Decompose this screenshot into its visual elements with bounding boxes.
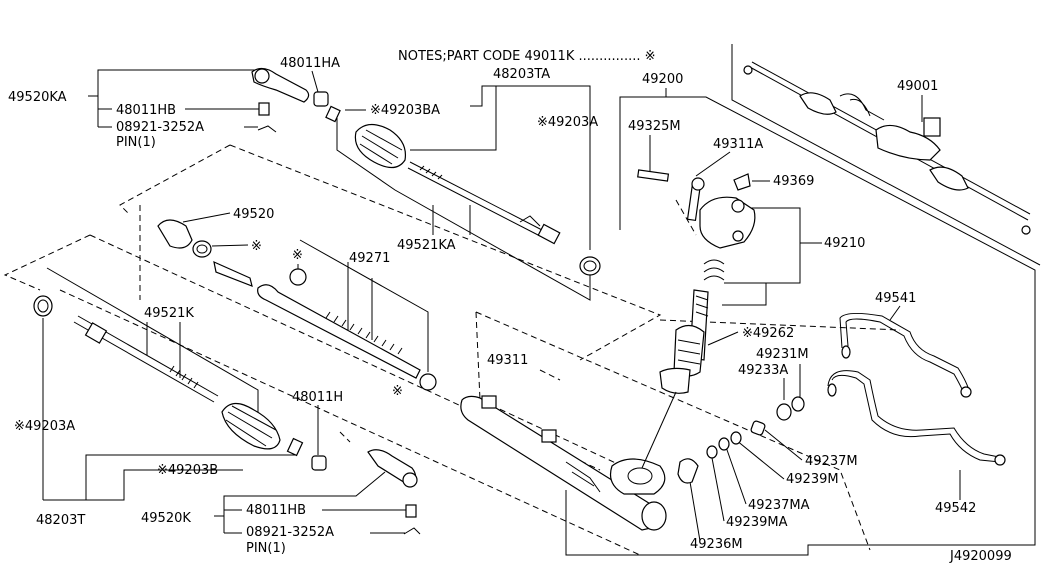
label-pin-top: PIN(1) — [116, 135, 156, 150]
label-49311: 49311 — [487, 353, 528, 368]
label-49231M: 49231M — [756, 347, 809, 362]
inner-tie-rod-top — [325, 105, 561, 245]
label-49210: 49210 — [824, 236, 865, 251]
label-49001: 49001 — [897, 79, 938, 94]
label-49239MA: 49239MA — [726, 515, 788, 530]
label-48203T: 48203T — [36, 513, 85, 528]
label-48011HB-top: 48011HB — [116, 103, 176, 118]
label-48011HA: 48011HA — [280, 56, 340, 71]
hydraulic-tubes — [827, 312, 1006, 466]
gear-housing-cover — [637, 169, 756, 281]
label-08921-bot: 08921-3252A — [246, 525, 334, 540]
label-48011H: 48011H — [292, 390, 343, 405]
leader-lines — [42, 44, 1041, 556]
rack-housing — [460, 395, 667, 531]
label-49237MA: 49237MA — [748, 498, 810, 513]
label-49237M: 49237M — [805, 454, 858, 469]
label-49520K: 49520K — [141, 511, 191, 526]
tie-rod-end-top — [251, 67, 329, 133]
notes-text: NOTES;PART CODE 49011K ............... ※ — [398, 49, 656, 64]
label-star-1: ※ — [251, 239, 262, 254]
label-49271: 49271 — [349, 251, 390, 266]
label-49239M: 49239M — [786, 472, 839, 487]
label-49203A-top: ※49203A — [537, 115, 598, 130]
label-49369: 49369 — [773, 174, 814, 189]
seals-and-rings — [677, 396, 805, 484]
tie-rod-end-bottom — [311, 449, 421, 535]
label-48011HB-bot: 48011HB — [246, 503, 306, 518]
label-49233A: 49233A — [738, 363, 788, 378]
rack-assembly — [157, 219, 437, 391]
label-49520: 49520 — [233, 207, 274, 222]
figure-code: J4920099 — [949, 549, 1012, 564]
pinion-valve — [641, 289, 709, 469]
label-49311A: 49311A — [713, 137, 763, 152]
label-49203BA: ※49203BA — [370, 103, 440, 118]
label-star-2: ※ — [292, 248, 303, 263]
label-49542: 49542 — [935, 501, 976, 516]
label-49520KA: 49520KA — [8, 90, 67, 105]
label-pin-bot: PIN(1) — [246, 541, 286, 556]
label-49521K: 49521K — [144, 306, 194, 321]
label-49541: 49541 — [875, 291, 916, 306]
label-48203TA: 48203TA — [493, 67, 550, 82]
label-08921-top: 08921-3252A — [116, 120, 204, 135]
assembly-outlines — [3, 144, 901, 556]
inner-tie-rod-bottom — [33, 295, 304, 457]
label-49200: 49200 — [642, 72, 683, 87]
label-49521KA: 49521KA — [397, 238, 456, 253]
label-star-3: ※ — [392, 384, 403, 399]
label-49325M: 49325M — [628, 119, 681, 134]
label-49262: ※49262 — [742, 326, 794, 341]
label-49203A-left: ※49203A — [14, 419, 75, 434]
label-49236M: 49236M — [690, 537, 743, 552]
clip-top — [579, 256, 601, 276]
steering-gear-assembly — [743, 61, 1031, 235]
